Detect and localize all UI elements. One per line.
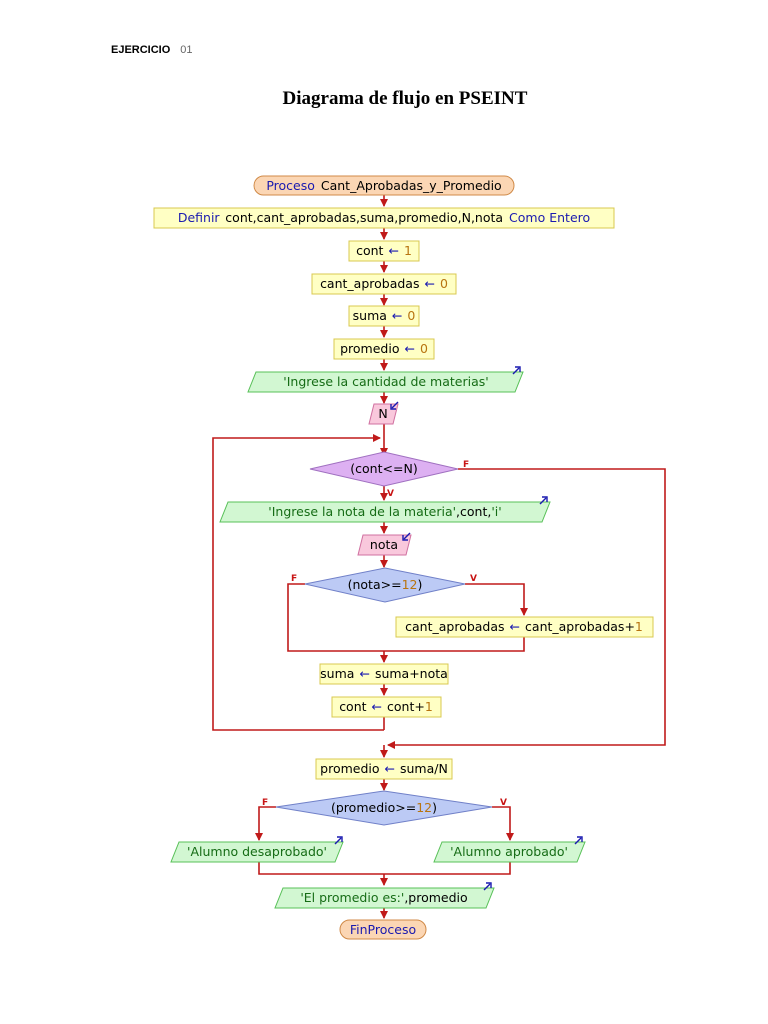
svg-text:(cont<=N): (cont<=N) — [350, 461, 417, 476]
assign-promedio: promedio←0 — [333, 338, 435, 360]
input-arrow-icon — [391, 401, 399, 409]
output-nota-materia: 'Ingrese la nota de la materia',cont,'i' — [219, 496, 551, 523]
svg-text:promedio←suma/N: promedio←suma/N — [320, 761, 448, 776]
input-arrow-icon — [403, 532, 411, 540]
assign-promedio-calc: promedio←suma/N — [315, 758, 453, 780]
svg-text:(promedio>=12): (promedio>=12) — [331, 800, 437, 815]
svg-text:'El promedio es:',promedio: 'El promedio es:',promedio — [300, 890, 467, 905]
assign-cant-aprobadas: cant_aprobadas←0 — [311, 273, 457, 295]
svg-text:promedio←0: promedio←0 — [340, 341, 428, 356]
assign-cant-aprobadas-increment: cant_aprobadas←cant_aprobadas+1 — [395, 616, 654, 638]
label-true-promedio: V — [500, 798, 507, 808]
end-terminal: FinProceso — [339, 919, 427, 940]
output-arrow-icon — [574, 837, 582, 845]
svg-text:N: N — [378, 406, 387, 421]
input-nota: nota — [357, 532, 412, 556]
output-promedio: 'El promedio es:',promedio — [274, 882, 495, 909]
input-n: N — [368, 401, 399, 425]
output-alumno-aprobado: 'Alumno aprobado' — [433, 836, 586, 863]
svg-text:suma←suma+nota: suma←suma+nota — [320, 666, 448, 681]
svg-text:suma←0: suma←0 — [353, 308, 416, 323]
svg-text:nota: nota — [370, 537, 398, 552]
label-true-nota: V — [470, 574, 477, 584]
page-title: Diagrama de flujo en PSEINT — [282, 88, 528, 109]
output-arrow-icon — [512, 367, 520, 375]
svg-text:cant_aprobadas←0: cant_aprobadas←0 — [320, 276, 448, 291]
svg-text:(nota>=12): (nota>=12) — [348, 577, 423, 592]
output-arrow-icon — [539, 497, 547, 505]
svg-text:'Alumno aprobado': 'Alumno aprobado' — [450, 844, 568, 859]
label-true-while: V — [387, 489, 394, 499]
exercise-number: 01 — [180, 44, 193, 56]
connectors — [212, 195, 666, 919]
assign-cont-increment: cont←cont+1 — [331, 696, 442, 718]
svg-text:cant_aprobadas←cant_aprobadas+: cant_aprobadas←cant_aprobadas+1 — [405, 619, 643, 634]
svg-text:'Alumno desaprobado': 'Alumno desaprobado' — [187, 844, 327, 859]
svg-text:cont←cont+1: cont←cont+1 — [339, 699, 433, 714]
label-false-nota: F — [291, 574, 297, 584]
assign-suma: suma←0 — [348, 305, 420, 327]
exercise-header: EJERCICIO 01 — [111, 44, 193, 56]
decision-while-cont: (cont<=N) — [309, 451, 459, 487]
label-false-promedio: F — [262, 798, 268, 808]
assign-cont: cont←1 — [348, 240, 420, 262]
decision-nota: (nota>=12) — [304, 567, 466, 603]
svg-text:FinProceso: FinProceso — [350, 922, 416, 937]
output-arrow-icon — [483, 883, 491, 891]
output-arrow-icon — [334, 837, 342, 845]
label-false-while: F — [463, 460, 469, 470]
exercise-label: EJERCICIO — [111, 44, 171, 56]
output-alumno-desaprobado: 'Alumno desaprobado' — [170, 836, 344, 863]
svg-text:cont←1: cont←1 — [356, 243, 412, 258]
svg-text:'Ingrese la cantidad de materi: 'Ingrese la cantidad de materias' — [283, 374, 488, 389]
svg-text:'Ingrese la nota de la materia: 'Ingrese la nota de la materia',cont,'i' — [268, 504, 501, 519]
output-cantidad-materias: 'Ingrese la cantidad de materias' — [247, 366, 524, 393]
assign-suma-increment: suma←suma+nota — [319, 663, 449, 685]
decision-promedio: (promedio>=12) — [275, 790, 493, 826]
